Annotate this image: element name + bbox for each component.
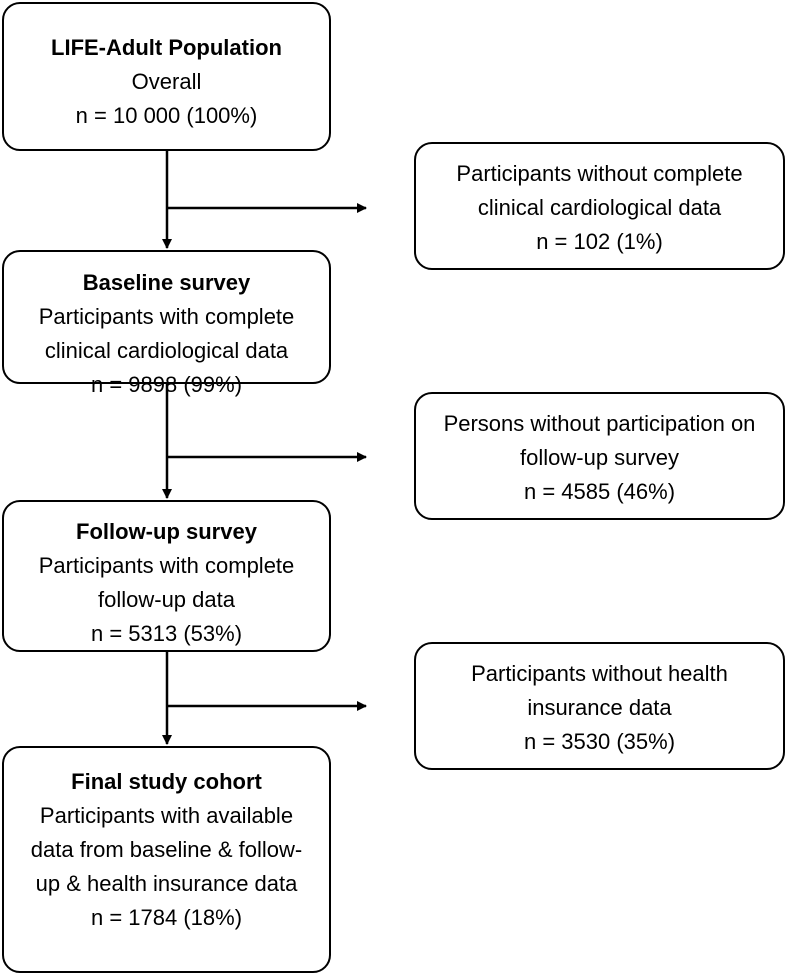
follow-up-survey-count: n = 5313 (53%): [90, 621, 243, 646]
exclusion-1-count: n = 102 (1%): [536, 229, 663, 254]
follow-up-survey-line-2: follow-up data: [98, 587, 235, 612]
population-box: LIFE-Adult Population Overall n = 10 000…: [2, 2, 331, 151]
exclusion-2-count: n = 4585 (46%): [523, 479, 676, 504]
follow-up-survey-title: Follow-up survey: [76, 519, 257, 544]
exclusion-3-line-2: insurance data: [527, 695, 672, 720]
follow-up-survey-box: Follow-up survey Participants with compl…: [2, 500, 331, 652]
baseline-survey-line-2: clinical cardiological data: [44, 338, 289, 363]
final-cohort-title: Final study cohort: [71, 769, 262, 794]
baseline-survey-title: Baseline survey: [82, 270, 251, 295]
final-cohort-line-2: data from baseline & follow-: [30, 837, 303, 862]
exclusion-2-line-2: follow-up survey: [520, 445, 679, 470]
exclusion-3-count: n = 3530 (35%): [523, 729, 676, 754]
exclusion-3-line-1: Participants without health: [471, 661, 728, 686]
final-cohort-box: Final study cohort Participants with ava…: [2, 746, 331, 973]
exclusion-1-line-1: Participants without complete: [456, 161, 743, 186]
population-title: LIFE-Adult Population: [51, 35, 282, 60]
baseline-survey-box: Baseline survey Participants with comple…: [2, 250, 331, 397]
exclusion-box-2: Persons without participation on follow-…: [414, 392, 785, 520]
follow-up-survey-line-1: Participants with complete: [38, 553, 295, 578]
exclusion-box-3: Participants without health insurance da…: [414, 642, 785, 770]
final-cohort-line-1: Participants with available: [39, 803, 294, 828]
final-cohort-line-3: up & health insurance data: [35, 871, 298, 896]
population-count: n = 10 000 (100%): [75, 103, 258, 128]
baseline-survey-count: n = 9898 (99%): [90, 372, 243, 397]
final-cohort-count: n = 1784 (18%): [90, 905, 243, 930]
population-subtitle: Overall: [131, 69, 202, 94]
exclusion-2-line-1: Persons without participation on: [443, 411, 756, 436]
baseline-survey-line-1: Participants with complete: [38, 304, 295, 329]
exclusion-box-1: Participants without complete clinical c…: [414, 142, 785, 270]
exclusion-1-line-2: clinical cardiological data: [477, 195, 722, 220]
